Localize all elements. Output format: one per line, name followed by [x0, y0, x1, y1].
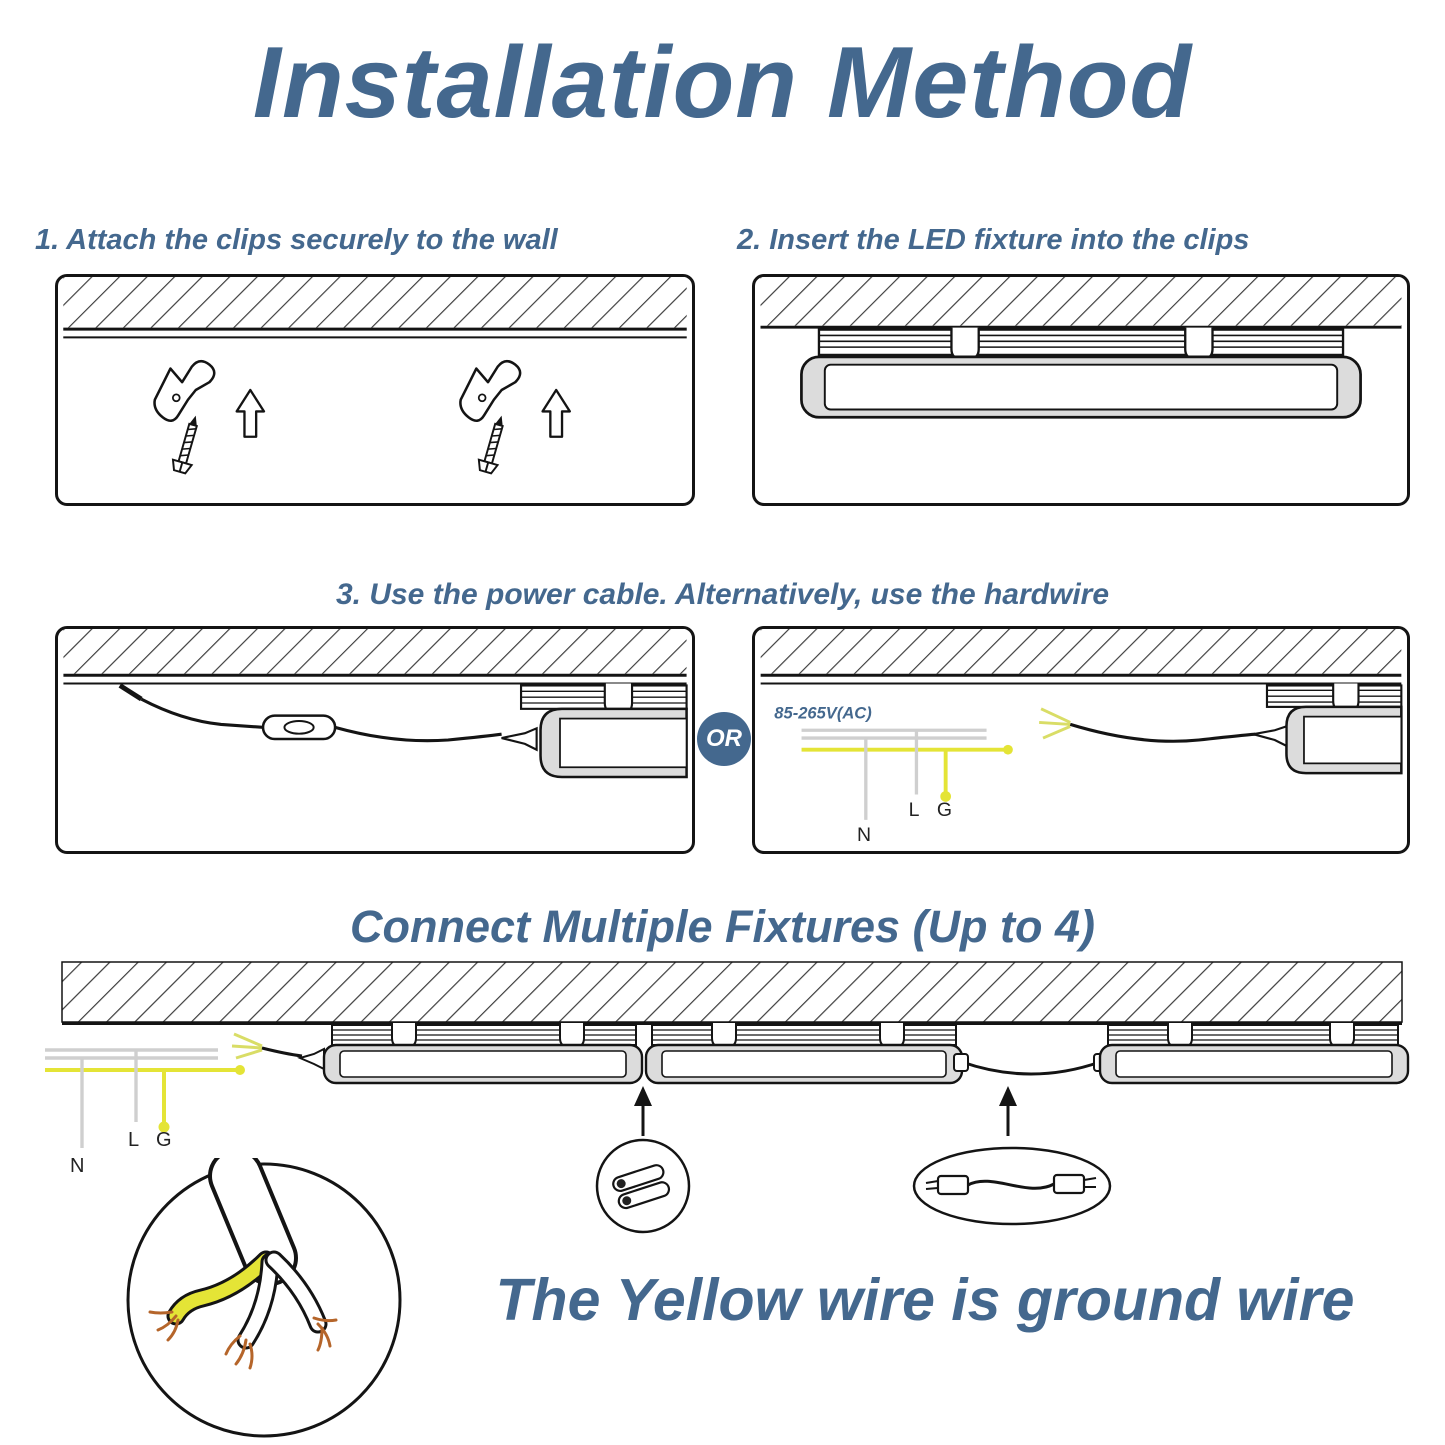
clip-tab	[1329, 1023, 1355, 1048]
double-connector-icon	[612, 1164, 671, 1210]
up-arrow-icon	[541, 388, 571, 438]
wire-label-ground: G	[156, 1129, 172, 1151]
wire-label-live: L	[128, 1129, 139, 1151]
hardwire-cable	[1039, 707, 1256, 743]
clip-tab	[950, 327, 980, 360]
house-wiring: L G N	[801, 728, 1013, 846]
panel-step-3-power-cable	[55, 626, 695, 854]
clip-tab	[559, 1023, 585, 1048]
step-1-label: 1. Attach the clips securely to the wall	[35, 224, 558, 256]
connector-callout	[595, 1138, 691, 1234]
cable-cutaway	[148, 1158, 338, 1370]
wire-label-live: L	[909, 799, 920, 821]
ceiling-hatch	[63, 277, 687, 328]
fixture-body	[800, 355, 1362, 419]
ground-wire-note: The Yellow wire is ground wire	[495, 1267, 1355, 1333]
fixture-lens	[823, 363, 1339, 411]
or-badge: OR	[697, 712, 751, 766]
junction-arrow-icon	[634, 1086, 652, 1136]
wire-label-neutral: N	[70, 1155, 84, 1177]
power-cable-diagram	[63, 629, 688, 779]
power-plug	[297, 1047, 325, 1071]
screw-icon	[477, 415, 504, 475]
cable-arrow-icon	[999, 1086, 1017, 1136]
led-fixture	[519, 683, 688, 779]
up-arrow-icon	[235, 388, 266, 438]
mounting-clip	[153, 359, 216, 422]
voltage-label: 85-265V(AC)	[774, 704, 872, 723]
mounting-clip	[459, 359, 522, 422]
multi-fixture-heading: Connect Multiple Fixtures (Up to 4)	[349, 901, 1095, 952]
clip-tab	[1184, 327, 1214, 360]
clip-tab	[711, 1023, 737, 1048]
fixture-lens	[1303, 715, 1403, 765]
panel-step-1	[55, 274, 695, 506]
cable-connector-icon	[925, 1173, 1097, 1196]
neutral-wire	[239, 1255, 277, 1347]
wire-label-neutral: N	[857, 824, 871, 846]
fixture-1	[322, 1023, 644, 1085]
clips-diagram	[63, 277, 687, 475]
fixture-2	[644, 1023, 964, 1085]
clip-tab	[879, 1023, 905, 1048]
multi-fixture-diagram: L G N	[45, 961, 1410, 1234]
hardwire-diagram: 85-265V(AC) L G N	[760, 629, 1403, 846]
ceiling-hatch	[760, 277, 1402, 326]
ground-wire-callout	[126, 1158, 402, 1438]
house-wiring: L G N	[45, 1032, 303, 1177]
ground-wire	[169, 1253, 273, 1323]
wire-label-ground: G	[937, 799, 952, 821]
clip-tab	[391, 1023, 417, 1048]
step-2-label: 2. Insert the LED fixture into the clips	[737, 224, 1250, 256]
fixture-3	[1098, 1023, 1410, 1085]
panel-step-3-hardwire: 85-265V(AC) L G N	[752, 626, 1410, 854]
clip-tab	[1167, 1023, 1193, 1048]
power-cable	[118, 683, 538, 752]
ceiling-hatch	[63, 629, 687, 674]
screw-icon	[171, 415, 199, 475]
panel-step-2	[752, 274, 1410, 506]
step-3-label: 3. Use the power cable. Alternatively, u…	[335, 578, 1110, 611]
led-fixture	[1265, 683, 1403, 775]
link-cable	[953, 1053, 1109, 1076]
page-title: Installation Method	[252, 27, 1193, 139]
fixture-lens	[559, 717, 688, 769]
fixture-heatsink	[817, 328, 1345, 357]
ceiling-hatch	[760, 629, 1402, 674]
power-plug	[501, 726, 538, 752]
power-plug	[1253, 724, 1288, 748]
ceiling-hatch	[61, 961, 1403, 1023]
fixture-in-clips-diagram	[760, 277, 1402, 419]
